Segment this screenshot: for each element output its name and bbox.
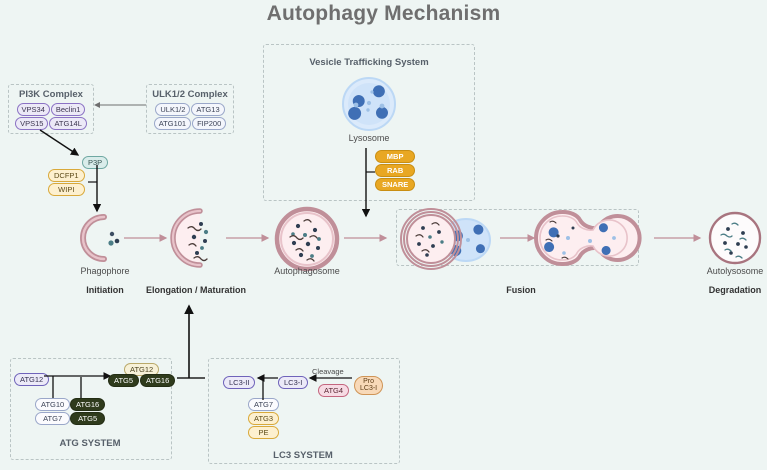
node-atg4[interactable]: ATG4: [318, 380, 350, 398]
pill-atg7[interactable]: ATG7: [35, 412, 71, 425]
stage-phase-elongation: Elongation / Maturation: [146, 285, 246, 295]
pill-atg13[interactable]: ATG13: [191, 103, 225, 116]
phagophore-icon: [80, 214, 120, 262]
pill-pro-lc3-line2: LC3-I: [360, 385, 378, 393]
group-pi3k-complex: PI3K Complex VPS34 Beclin1 VPS15 ATG14L: [8, 84, 94, 134]
group-vesicle-trafficking: Vesicle Trafficking System: [263, 44, 475, 201]
arrow-phagophore-to-elongation: [124, 234, 168, 242]
arrow-p3p-to-phagophore: [88, 165, 102, 213]
node-p3p[interactable]: P3P: [82, 152, 109, 170]
stage-label-phagophore: Phagophore: [80, 266, 130, 276]
node-atg-complex[interactable]: ATG12 ATG5 ATG16: [108, 363, 176, 387]
pill-wipi[interactable]: WIPI: [48, 183, 85, 196]
arrow-systems-to-elongation: [177, 304, 205, 379]
lysosome-label: Lysosome: [348, 133, 390, 143]
arrow-elongation-to-autophagosome: [226, 234, 270, 242]
arrow-ulk-to-pi3k: [94, 102, 146, 108]
group-atg-system: [10, 358, 172, 460]
pill-atg5[interactable]: ATG5: [70, 412, 106, 425]
pill-lc3-i: LC3-I: [278, 376, 309, 390]
node-pro-lc3[interactable]: Pro LC3-I: [354, 370, 384, 395]
arrow-fusion-to-degradation: [654, 234, 702, 242]
arrow-lysosome-down: [361, 148, 375, 218]
pill-rab[interactable]: RAB: [375, 164, 416, 177]
arrow-docking-to-fused: [500, 234, 536, 242]
node-atg12-free[interactable]: ATG12: [14, 369, 50, 387]
atg-conjugation-lines: [44, 372, 112, 398]
pill-atg12-free: ATG12: [14, 373, 50, 387]
pill-vps34[interactable]: VPS34: [16, 103, 50, 116]
pill-complex-atg5: ATG5: [108, 374, 140, 387]
pill-pro-lc3: Pro LC3-I: [354, 375, 384, 395]
group-ulk-complex: ULK1/2 Complex ULK1/2 ATG13 ATG101 FIP20…: [146, 84, 234, 134]
stage-phase-initiation: Initiation: [86, 285, 124, 295]
group-lc3-title: LC3 SYSTEM: [273, 450, 333, 461]
pill-lc3-ii: LC3-II: [223, 376, 256, 390]
fusion-docking-icon: [400, 208, 491, 270]
stage-phase-degradation: Degradation: [708, 285, 762, 295]
pill-atg10[interactable]: ATG10: [35, 398, 71, 411]
pill-snare[interactable]: SNARE: [375, 178, 416, 191]
elongating-phagophore-icon: [170, 208, 209, 268]
group-lc3-conjugation: ATG7 ATG3 PE: [248, 398, 280, 439]
pill-complex-atg16: ATG16: [140, 374, 176, 387]
group-lc3-system: [208, 358, 400, 464]
lysosome-icon: [342, 77, 396, 131]
stage-label-autophagosome: Autophagosome: [274, 266, 340, 276]
pill-fip200[interactable]: FIP200: [192, 117, 227, 130]
autophagosome-icon: [274, 206, 340, 272]
group-effectors: DCFP1 WIPI: [48, 169, 85, 196]
node-lc3-ii[interactable]: LC3-II: [223, 372, 256, 390]
pill-pro-lc3-line1: Pro: [363, 378, 375, 385]
group-atg-e1e2: ATG10 ATG7: [35, 398, 71, 425]
pill-p3p-label: P3P: [82, 156, 109, 170]
pill-mbp[interactable]: MBP: [375, 150, 416, 163]
arrow-lc3i-to-lc3ii: [256, 374, 278, 400]
arrow-autophagosome-to-fusion: [344, 234, 388, 242]
pill-atg14l[interactable]: ATG14L: [49, 117, 87, 130]
pill-atg4: ATG4: [318, 384, 350, 398]
stage-label-autolysosome: Autolysosome: [706, 266, 764, 276]
pill-lc3-pe[interactable]: PE: [248, 426, 280, 439]
autolysosome-icon: [708, 211, 762, 265]
pill-beclin1[interactable]: Beclin1: [50, 103, 86, 116]
node-lc3-i[interactable]: LC3-I: [278, 372, 309, 390]
arrow-prolc3-to-lc3i: [308, 374, 352, 382]
group-vesicle-title: Vesicle Trafficking System: [309, 57, 429, 68]
stage-phase-fusion: Fusion: [506, 285, 536, 295]
pill-atg16[interactable]: ATG16: [70, 398, 106, 411]
pill-dcfp1[interactable]: DCFP1: [48, 169, 85, 182]
pill-lc3-atg3[interactable]: ATG3: [248, 412, 280, 425]
pill-atg101[interactable]: ATG101: [153, 117, 192, 130]
group-atg-title: ATG SYSTEM: [59, 438, 121, 449]
arrow-pi3k-to-p3p: [39, 129, 80, 156]
group-ulk-title: ULK1/2 Complex: [152, 89, 228, 100]
group-atg-partners: ATG16 ATG5: [70, 398, 106, 425]
pill-ulk12[interactable]: ULK1/2: [155, 103, 191, 116]
cleavage-label: Cleavage: [312, 367, 344, 376]
group-pi3k-title: PI3K Complex: [19, 89, 83, 100]
page-title: Autophagy Mechanism: [266, 2, 501, 25]
pill-vps15[interactable]: VPS15: [15, 117, 49, 130]
group-tethers: MBP RAB SNARE: [375, 150, 416, 191]
fused-autolysosome-icon: [534, 209, 642, 267]
